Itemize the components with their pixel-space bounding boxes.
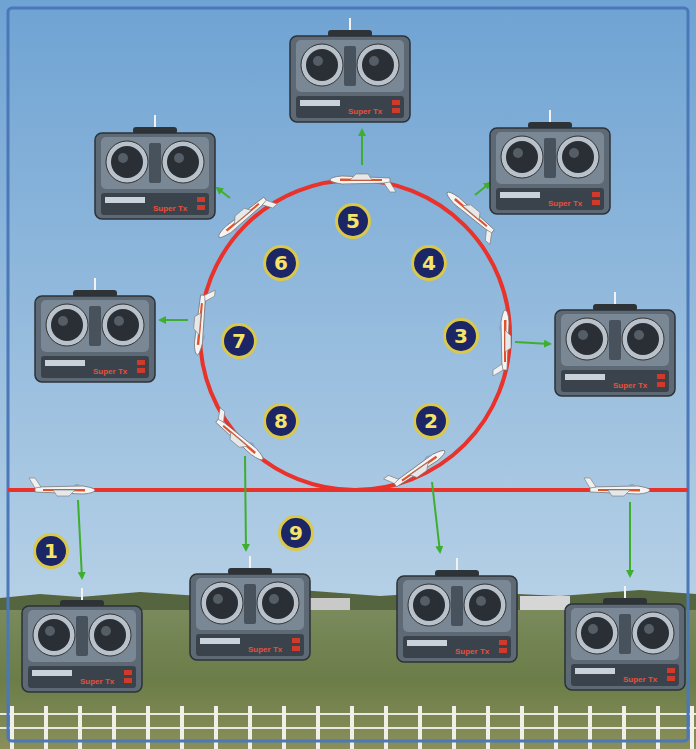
fence-post — [588, 706, 592, 749]
view-arrows — [78, 130, 630, 578]
brand-text: Super Tx — [153, 204, 187, 213]
model-plane — [330, 174, 396, 192]
airfield — [0, 610, 696, 749]
radio-transmitter — [490, 110, 610, 214]
brand-text: Super Tx — [80, 677, 114, 686]
callout-number: 1 — [33, 533, 69, 569]
radio-transmitter — [22, 588, 142, 692]
fence-post — [282, 706, 286, 749]
brand-text: Super Tx — [613, 381, 647, 390]
frame — [8, 8, 688, 741]
model-plane — [215, 190, 277, 246]
model-plane — [29, 478, 95, 496]
callout-number: 9 — [278, 515, 314, 551]
model-plane — [584, 478, 650, 496]
model-plane — [209, 408, 271, 464]
callout-number: 4 — [411, 245, 447, 281]
model-plane — [384, 441, 448, 494]
fence-post — [10, 706, 14, 749]
radio-transmitter — [397, 558, 517, 662]
brand-text: Super Tx — [348, 107, 382, 116]
fence-post — [180, 706, 184, 749]
fence-post — [622, 706, 626, 749]
fence-posts — [10, 706, 694, 749]
brand-text: Super Tx — [248, 645, 282, 654]
fence-post — [656, 706, 660, 749]
model-plane — [191, 289, 215, 356]
brand-text: Super Tx — [93, 367, 127, 376]
brand-text: Super Tx — [548, 199, 582, 208]
brand-text: Super Tx — [623, 675, 657, 684]
callout-number: 6 — [263, 245, 299, 281]
callout-number: 5 — [335, 203, 371, 239]
fence-post — [486, 706, 490, 749]
callout-number: 3 — [443, 318, 479, 354]
fence-post — [248, 706, 252, 749]
fence-post — [418, 706, 422, 749]
fence-post — [452, 706, 456, 749]
fence-post — [316, 706, 320, 749]
fence-post — [44, 706, 48, 749]
radio-transmitter — [555, 292, 675, 396]
hangar — [520, 596, 570, 610]
fence-post — [520, 706, 524, 749]
callout-number: 7 — [221, 323, 257, 359]
radio-transmitter — [95, 115, 215, 219]
radio-transmitter — [35, 278, 155, 382]
fence-post — [214, 706, 218, 749]
fence-post — [554, 706, 558, 749]
hangar — [310, 598, 350, 610]
model-plane — [493, 310, 511, 376]
loop-path — [200, 180, 510, 490]
callout-number: 2 — [413, 403, 449, 439]
callout-number: 8 — [263, 403, 299, 439]
radio-transmitter — [290, 18, 410, 122]
fence-post — [384, 706, 388, 749]
brand-text: Super Tx — [455, 647, 489, 656]
radio-transmitter — [190, 556, 310, 660]
fence-post — [350, 706, 354, 749]
radio-transmitter — [565, 586, 685, 690]
fence-post — [78, 706, 82, 749]
fence-post — [146, 706, 150, 749]
fence-post — [690, 706, 694, 749]
fence-post — [112, 706, 116, 749]
